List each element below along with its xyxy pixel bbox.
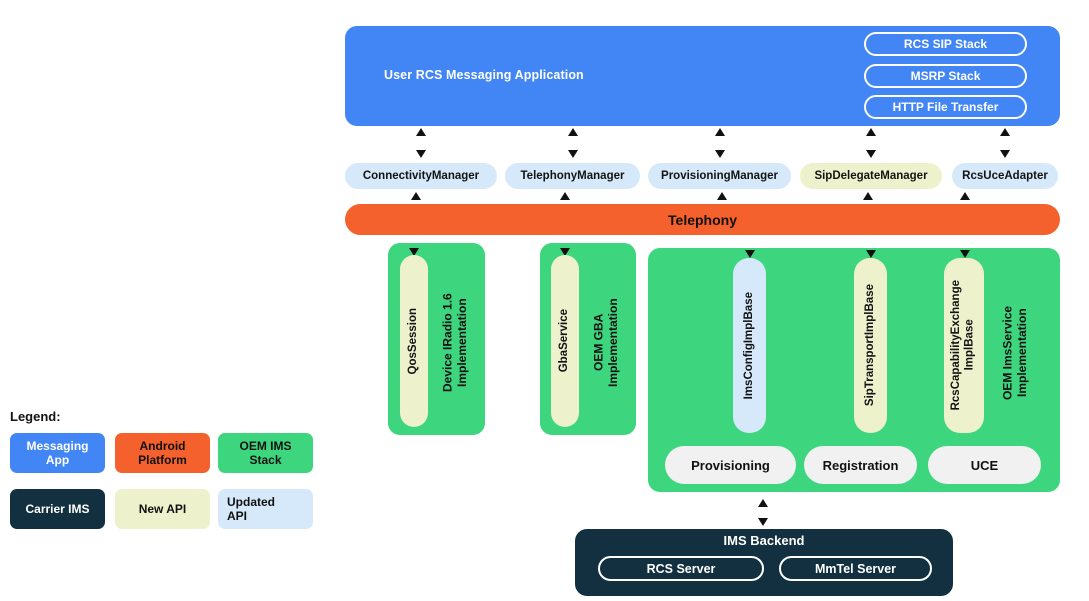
arrow-telephony-to-connectivitymanager-icon [411, 192, 421, 200]
api-pill-qossession[interactable]: QosSession [400, 255, 428, 427]
arrow-app-to-rcsuceadapter-icon [1000, 150, 1010, 158]
arrow-provisioningmanager-to-app-icon [715, 128, 725, 136]
arrow-sipdelegatemanager-to-app-icon [866, 128, 876, 136]
arrow-app-to-connectivitymanager-icon [416, 150, 426, 158]
api-pill-rcscapabilityexchangeimplbase-label: RcsCapabilityExchange ImplBase [950, 280, 976, 411]
api-pill-rcscapabilityexchangeimplbase[interactable]: RcsCapabilityExchange ImplBase [944, 258, 984, 433]
api-pill-sipdelegatemanager[interactable]: SipDelegateManager [800, 163, 942, 189]
arrow-app-to-telephonymanager-icon [568, 150, 578, 158]
api-pill-provisioningmanager[interactable]: ProvisioningManager [648, 163, 791, 189]
api-pill-gbaservice-label: GbaService [558, 309, 571, 373]
msrp-stack-pill[interactable]: MSRP Stack [864, 64, 1027, 88]
legend-item-messaging-app: Messaging App [10, 433, 105, 473]
telephony-platform-bar[interactable]: Telephony [345, 204, 1060, 235]
api-pill-imsconfigimplbase-label: ImsConfigImplBase [742, 291, 755, 400]
ims-backend-box[interactable] [575, 529, 953, 596]
arrow-telephony-to-imsconfigimplbase-icon [745, 250, 755, 258]
device-iradio-implementation-label: Device IRadio 1.6 Implementation [440, 293, 469, 392]
arrow-telephonymanager-to-app-icon [568, 128, 578, 136]
arrow-rcsuceadapter-to-app-icon [1000, 128, 1010, 136]
ims-backend-title: IMS Backend [723, 533, 805, 548]
mmtel-server-pill[interactable]: MmTel Server [779, 556, 932, 581]
arrow-telephony-to-gbaservice-icon [560, 248, 570, 256]
legend-item-updated-api: Updated API [218, 489, 313, 529]
api-pill-siptransportimplbase-label: SipTransportImplBase [863, 284, 876, 407]
arrow-telephony-to-provisioningmanager-icon [717, 192, 727, 200]
arrow-telephony-to-sipdelegatemanager-icon [863, 192, 873, 200]
arrow-telephony-to-qossession-icon [409, 248, 419, 256]
api-pill-connectivitymanager[interactable]: ConnectivityManager [345, 163, 497, 189]
arrow-telephony-to-telephonymanager-icon [560, 192, 570, 200]
rcs-sip-stack-pill[interactable]: RCS SIP Stack [864, 32, 1027, 56]
feature-pill-provisioning[interactable]: Provisioning [665, 446, 796, 484]
http-file-transfer-pill[interactable]: HTTP File Transfer [864, 95, 1027, 119]
legend-title: Legend: [10, 409, 61, 424]
legend-item-carrier-ims: Carrier IMS [10, 489, 105, 529]
api-pill-telephonymanager[interactable]: TelephonyManager [505, 163, 640, 189]
app-layer-title: User RCS Messaging Application [384, 68, 584, 82]
api-pill-siptransportimplbase[interactable]: SipTransportImplBase [854, 258, 887, 433]
arrow-telephony-to-rcscapabilityexchangeimplbase-icon [960, 250, 970, 258]
arrow-imsservice-to-backend-icon [758, 518, 768, 526]
user-rcs-messaging-application-box[interactable] [345, 26, 1060, 126]
arrow-app-to-provisioningmanager-icon [715, 150, 725, 158]
legend-item-oem-ims-stack: OEM IMS Stack [218, 433, 313, 473]
arrow-telephony-to-siptransportimplbase-icon [866, 250, 876, 258]
legend-item-new-api: New API [115, 489, 210, 529]
arrow-telephony-to-rcsuceadapter-icon [960, 192, 970, 200]
api-pill-rcsuceadapter[interactable]: RcsUceAdapter [952, 163, 1058, 189]
arrow-backend-to-imsservice-icon [758, 499, 768, 507]
api-pill-gbaservice[interactable]: GbaService [551, 255, 579, 427]
oem-gba-implementation-label: OEM GBA Implementation [591, 298, 620, 387]
api-pill-imsconfigimplbase[interactable]: ImsConfigImplBase [733, 258, 766, 433]
oem-imsservice-implementation-label: OEM ImsService Implementation [1000, 305, 1029, 400]
feature-pill-uce[interactable]: UCE [928, 446, 1041, 484]
rcs-server-pill[interactable]: RCS Server [598, 556, 764, 581]
legend-item-android-platform: Android Platform [115, 433, 210, 473]
feature-pill-registration[interactable]: Registration [804, 446, 917, 484]
arrow-connectivitymanager-to-app-icon [416, 128, 426, 136]
api-pill-qossession-label: QosSession [407, 307, 420, 375]
arrow-app-to-sipdelegatemanager-icon [866, 150, 876, 158]
